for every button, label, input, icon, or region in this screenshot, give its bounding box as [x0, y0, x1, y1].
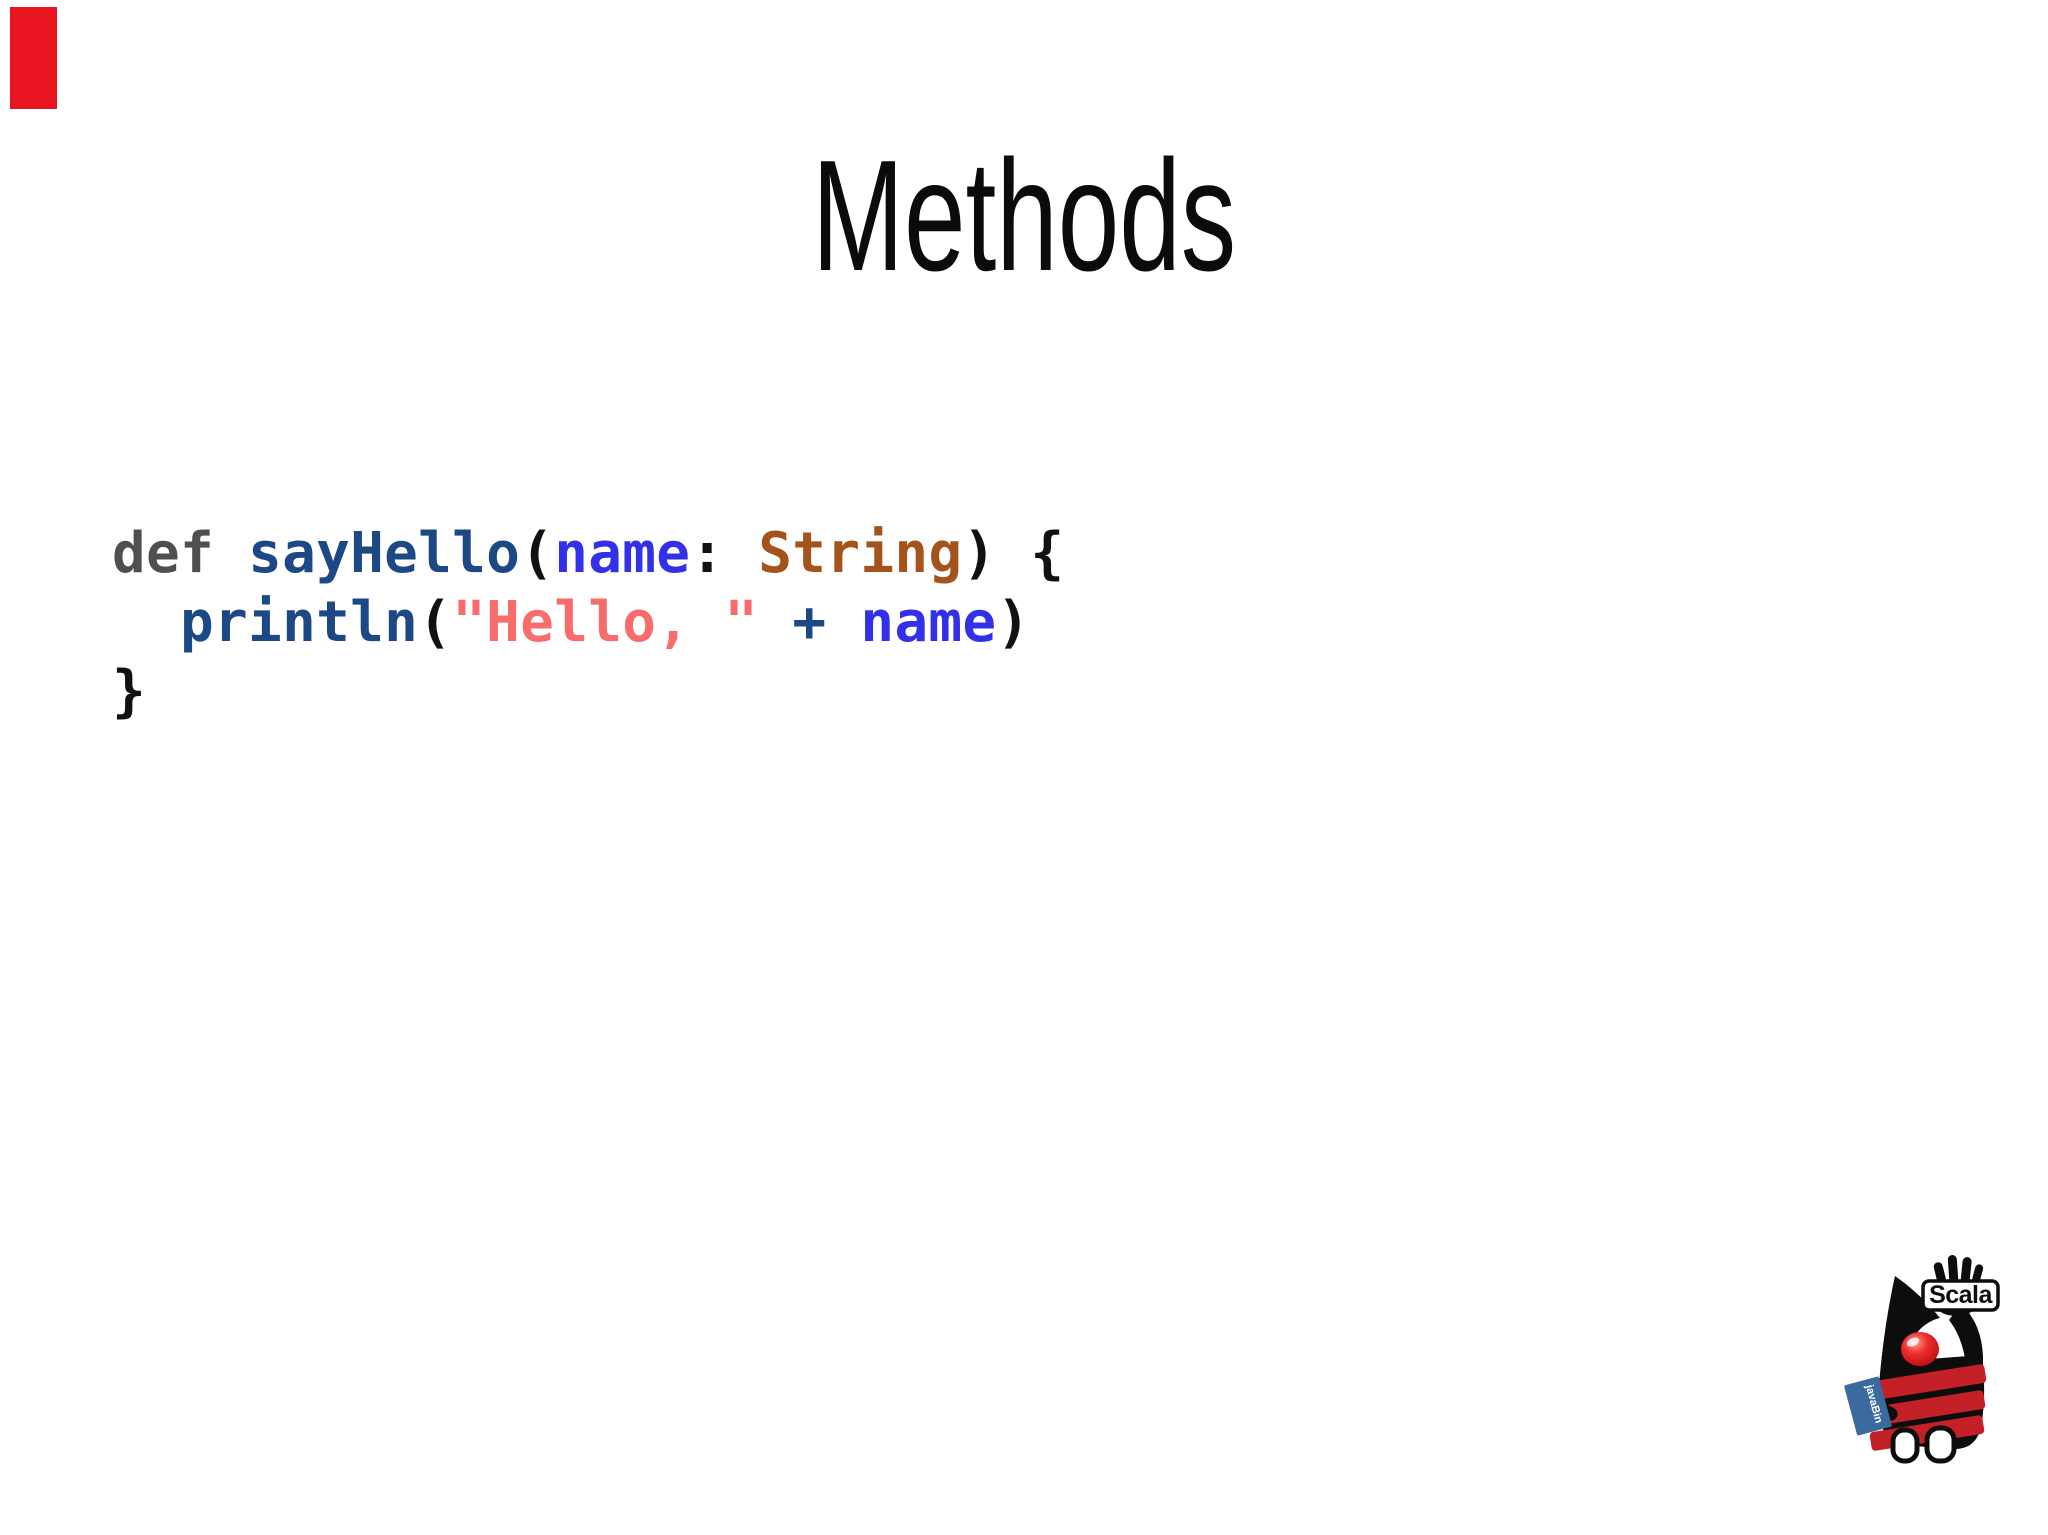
code-token-punct — [996, 521, 1030, 586]
code-token-punct: : — [690, 521, 725, 586]
code-token-punct: { — [1030, 521, 1065, 586]
code-token-punct — [724, 521, 758, 586]
code-token-type: String — [758, 521, 963, 586]
duke-nose-icon — [1901, 1332, 1939, 1366]
code-line: } — [112, 657, 1064, 726]
code-token-function: println — [180, 590, 419, 655]
code-line: def sayHello(name: String) { — [112, 519, 1064, 588]
code-line: println("Hello, " + name) — [112, 588, 1064, 657]
scala-sign: Scala — [1921, 1279, 2000, 1312]
code-token-function: + — [792, 590, 827, 655]
duke-stripe — [1871, 1364, 1987, 1400]
code-block: def sayHello(name: String) { println("He… — [112, 519, 1064, 726]
code-token-punct: ( — [418, 590, 453, 655]
code-token-variable: name — [860, 590, 997, 655]
code-token-punct: ) — [996, 590, 1031, 655]
code-token-punct — [758, 590, 792, 655]
duke-stripe — [1870, 1390, 1986, 1426]
red-accent-bar — [10, 7, 57, 109]
code-token-function: sayHello — [248, 521, 521, 586]
code-token-punct — [214, 521, 248, 586]
duke-legs — [1890, 1425, 1957, 1464]
code-token-punct: } — [112, 659, 147, 724]
scala-sign-label: Scala — [1929, 1281, 1993, 1309]
duke-scala-mascot: javaBin Scala — [1844, 1255, 2000, 1464]
code-token-punct — [826, 590, 860, 655]
code-token-keyword: def — [112, 521, 215, 586]
page-title: Methods — [0, 137, 2048, 295]
code-token-punct — [112, 590, 180, 655]
page-title-text: Methods — [811, 128, 1237, 304]
code-token-punct: ) — [962, 521, 997, 586]
code-token-variable: name — [554, 521, 691, 586]
javabin-tag: javaBin — [1844, 1376, 1892, 1436]
duke-leg — [1924, 1425, 1957, 1464]
code-token-string: "Hello, " — [452, 590, 759, 655]
code-token-punct: ( — [520, 521, 555, 586]
duke-leg — [1890, 1427, 1920, 1464]
